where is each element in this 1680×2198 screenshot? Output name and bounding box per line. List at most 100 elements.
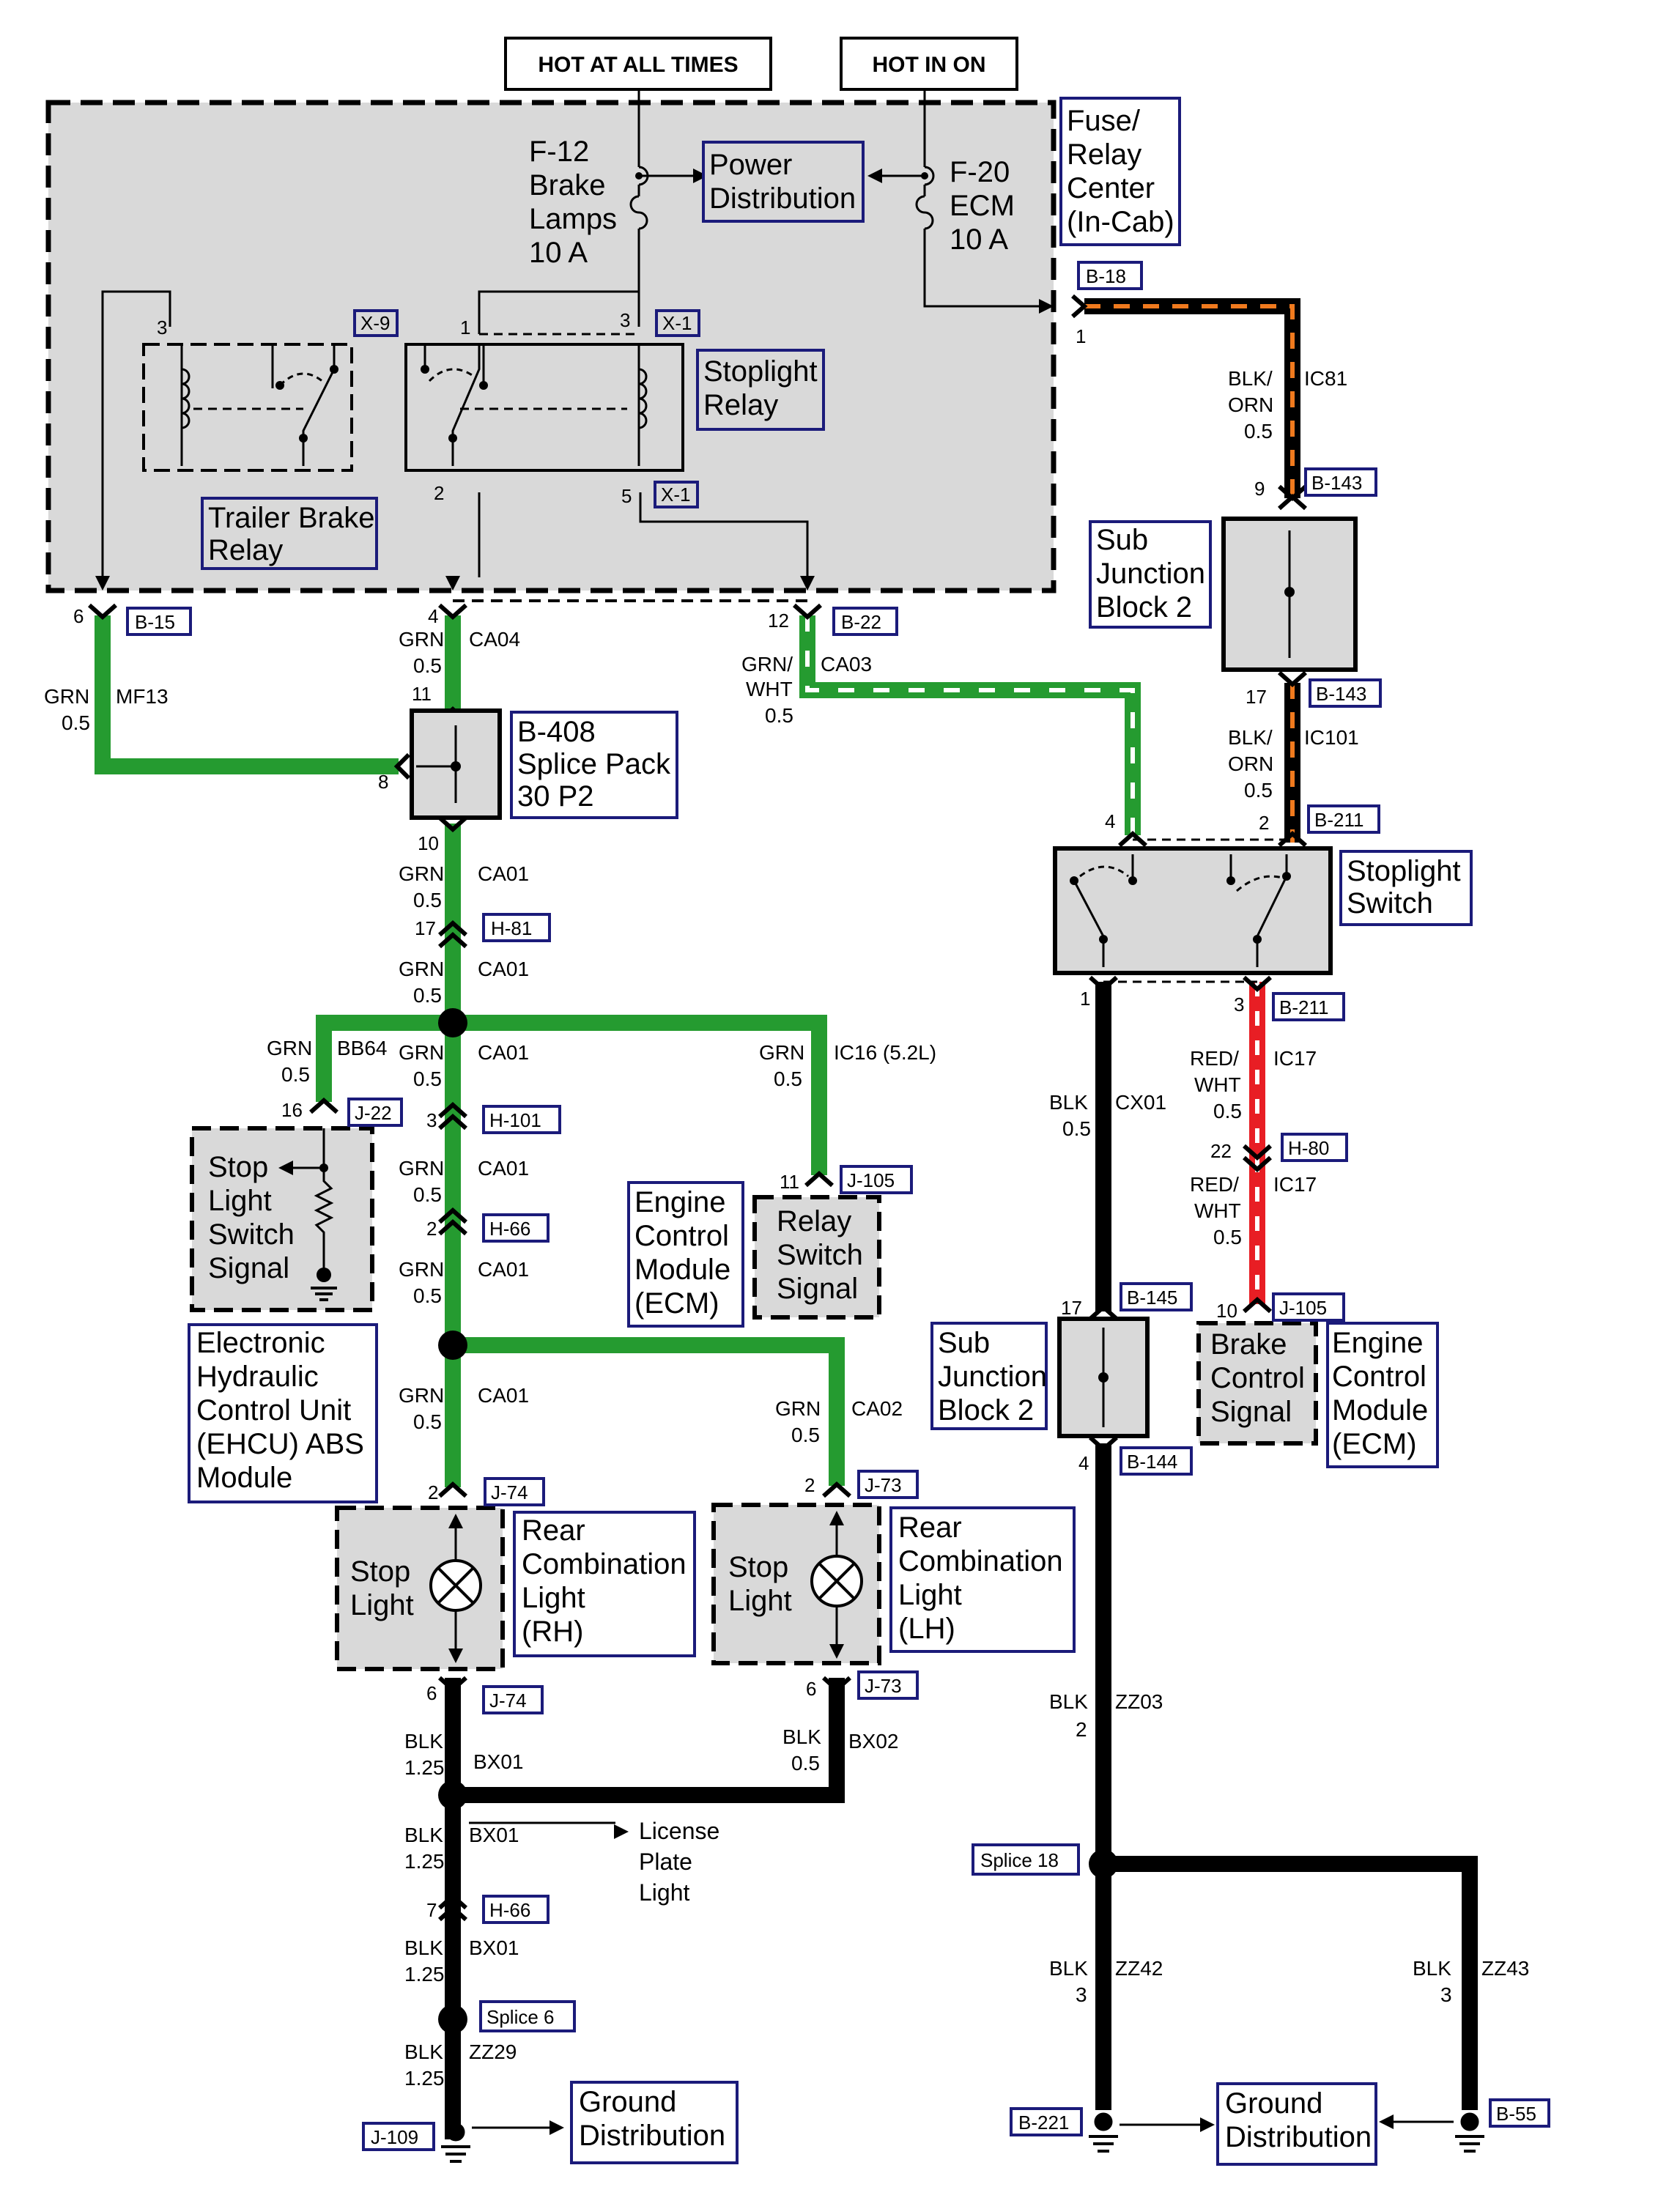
rear-comb-lh-l2: Combination (898, 1545, 1063, 1577)
sub-junction-lower-l2: Junction (938, 1361, 1047, 1393)
stoplight-switch-l2: Switch (1347, 887, 1433, 919)
pin-10: 10 (418, 832, 439, 854)
ground-distribution-right-box: Ground Distribution (1216, 2082, 1377, 2166)
stop-light-switch-signal-l4: Signal (208, 1252, 289, 1284)
conn-j109: J-109 (371, 2126, 418, 2148)
wire-labels: GRN 0.5 MF13 GRN 0.5 CA04 GRN/ WHT 0.5 C… (44, 367, 1529, 2090)
pin-10-j105: 10 (1216, 1300, 1237, 1322)
power-distribution-l2: Distribution (709, 182, 856, 215)
zz43-circuit: ZZ43 (1481, 1957, 1529, 1980)
conn-b221: B-221 (1018, 2112, 1069, 2134)
stoplight-switch-label-box: Stoplight Switch (1339, 850, 1473, 926)
stop-light-lh-l1: Stop (728, 1551, 788, 1583)
bx01b-size: 1.25 (404, 1850, 445, 1873)
ca04-size: 0.5 (413, 654, 442, 677)
brake-control-signal-l3: Signal (1210, 1396, 1292, 1428)
pin-16: 16 (281, 1099, 303, 1121)
mf13-circuit: MF13 (116, 685, 169, 708)
pin-4: 4 (428, 605, 438, 627)
hot-in-on-label: HOT IN ON (873, 53, 986, 77)
ground-dist-left-l1: Ground (579, 2086, 676, 2118)
bx01c-circuit: BX01 (469, 1936, 519, 1959)
ic101-color2: ORN (1228, 752, 1273, 775)
zz03-color: BLK (1049, 1690, 1088, 1713)
bb64-circuit: BB64 (337, 1037, 388, 1059)
arrowheads (95, 169, 1054, 591)
ca01a-size: 0.5 (413, 889, 442, 911)
pin-11-j105: 11 (780, 1171, 799, 1193)
conn-j73-top: J-73 (865, 1474, 902, 1496)
pin-22: 22 (1210, 1140, 1232, 1162)
relay-switch-signal-block: Relay Switch Signal (752, 1195, 881, 1320)
ca01d-circuit: CA01 (478, 1157, 529, 1180)
zz42-color: BLK (1049, 1957, 1088, 1980)
ic81-size: 0.5 (1244, 420, 1273, 443)
conn-x1-top: X-1 (662, 312, 692, 334)
ic81-circuit: IC81 (1304, 367, 1347, 390)
ca04-color: GRN (399, 628, 444, 651)
conn-x1-bot: X-1 (661, 484, 690, 506)
stoplight-switch-block (1053, 838, 1333, 983)
ca01e-size: 0.5 (413, 1284, 442, 1307)
bx01a-circuit: BX01 (473, 1750, 524, 1773)
ground-dist-left-l2: Distribution (579, 2120, 725, 2152)
pin-3-tb: 3 (157, 317, 167, 338)
conn-j105-bot: J-105 (1279, 1297, 1327, 1319)
bx01c-size: 1.25 (404, 1963, 445, 1986)
bx01a-size: 1.25 (404, 1756, 445, 1779)
stop-light-switch-signal-block: Stop Light Switch Signal (190, 1126, 374, 1312)
zz29-size: 1.25 (404, 2067, 445, 2090)
fuse-relay-center-l3: Center (1067, 172, 1155, 204)
conn-b15: B-15 (135, 611, 175, 633)
ehcu-l4: (EHCU) ABS (196, 1428, 364, 1460)
ground-dist-right-l2: Distribution (1225, 2121, 1372, 2153)
stoplight-switch-l1: Stoplight (1347, 855, 1461, 887)
ecm-lower-l1: Engine (1332, 1327, 1424, 1359)
ehcu-l2: Hydraulic (196, 1361, 319, 1393)
zz29-color: BLK (404, 2040, 443, 2063)
stoplight-relay (404, 333, 684, 472)
stop-light-rh-l2: Light (350, 1589, 414, 1621)
pin-4-b144: 4 (1078, 1452, 1089, 1474)
splice-pack-l1: B-408 (517, 716, 596, 748)
relay-switch-signal-l2: Switch (777, 1239, 863, 1271)
conn-b18: B-18 (1086, 265, 1126, 287)
sub-junction-upper-l1: Sub (1096, 524, 1148, 556)
conn-b55: B-55 (1496, 2103, 1536, 2125)
ic17a-size: 0.5 (1213, 1100, 1242, 1122)
ca02-circuit: CA02 (851, 1397, 903, 1420)
cx01-color: BLK (1049, 1091, 1088, 1114)
pin-9: 9 (1254, 478, 1265, 500)
ground-distribution-left-box: Ground Distribution (570, 2081, 739, 2164)
license-plate-l1: License (639, 1818, 719, 1844)
ic17a-color2: WHT (1194, 1073, 1241, 1096)
pin-12: 12 (768, 610, 789, 632)
zz03-size: 2 (1076, 1718, 1087, 1741)
rear-comb-lh-l4: (LH) (898, 1613, 955, 1645)
pin-4-ss: 4 (1105, 810, 1115, 832)
stop-light-lh-l2: Light (728, 1585, 792, 1617)
mf13-color: GRN (44, 685, 89, 708)
ca02-color: GRN (775, 1397, 821, 1420)
conn-h66-top: H-66 (489, 1218, 530, 1240)
zz42-circuit: ZZ42 (1115, 1957, 1163, 1980)
conn-b143-top: B-143 (1311, 472, 1362, 494)
bx02-color: BLK (782, 1725, 821, 1748)
connector-chevrons (88, 294, 1307, 1922)
ecm-upper-label-box: Engine Control Module (ECM) (627, 1181, 744, 1328)
trailer-brake-relay (142, 343, 353, 472)
fuse-f12-l2: Brake (529, 169, 606, 201)
pin-5-sr: 5 (621, 485, 632, 507)
zz43-color: BLK (1413, 1957, 1451, 1980)
pin-17-b143: 17 (1246, 686, 1267, 708)
stop-light-switch-signal-l2: Light (208, 1185, 272, 1217)
sub-junction-upper-label-box: Sub Junction Block 2 (1089, 520, 1212, 629)
fuse-relay-center-l1: Fuse/ (1067, 105, 1141, 137)
conn-b211-top: B-211 (1314, 809, 1363, 831)
fuse-relay-center-l2: Relay (1067, 138, 1141, 171)
brake-control-signal-block: Brake Control Signal (1196, 1321, 1318, 1446)
pin-2-ss: 2 (1259, 812, 1269, 834)
ic101-color1: BLK/ (1228, 726, 1273, 749)
ca01c-size: 0.5 (413, 1067, 442, 1090)
ic17b-color2: WHT (1194, 1199, 1241, 1222)
